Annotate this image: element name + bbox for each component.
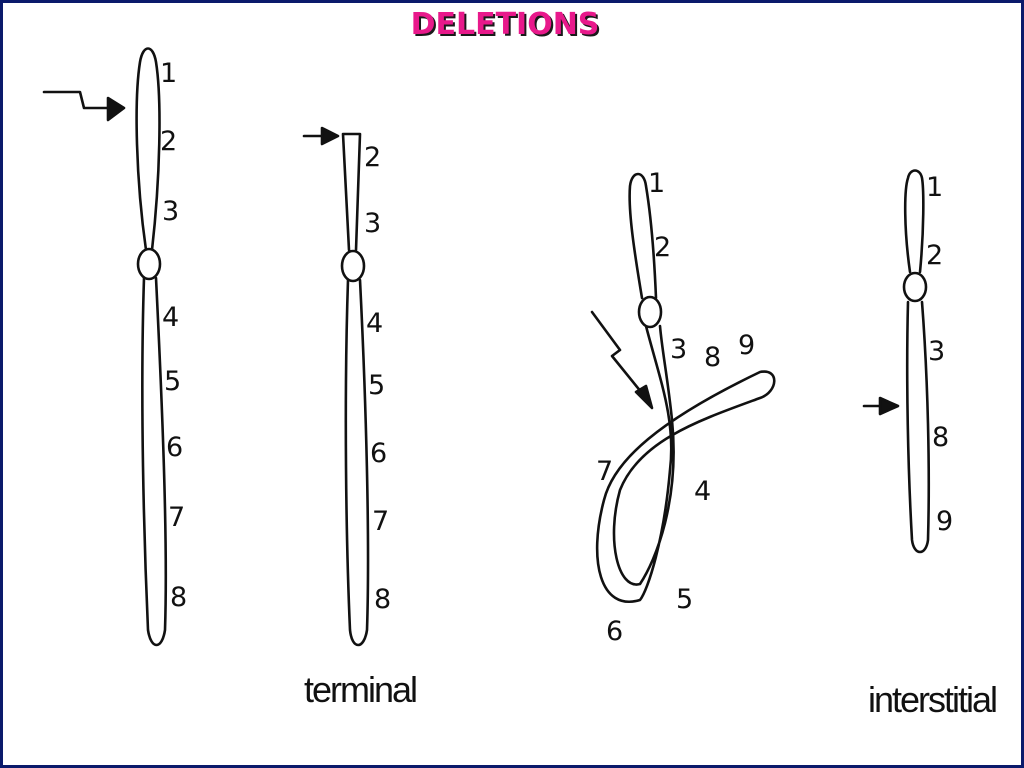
caption-interstitial: interstitial bbox=[868, 679, 996, 720]
band-label: 2 bbox=[926, 240, 943, 271]
slide: DELETIONS bbox=[3, 3, 1021, 765]
band-label: 3 bbox=[364, 208, 381, 239]
band-label: 1 bbox=[648, 168, 665, 199]
band-label: 6 bbox=[166, 432, 183, 463]
band-label: 4 bbox=[366, 308, 383, 339]
band-label: 8 bbox=[932, 422, 949, 453]
band-label: 3 bbox=[670, 334, 687, 365]
band-label: 8 bbox=[704, 342, 721, 373]
band-label: 3 bbox=[162, 196, 179, 227]
band-label: 9 bbox=[738, 330, 755, 361]
deletions-diagram: 1 2 3 4 5 6 7 8 2 3 4 5 6 7 8 terminal 1… bbox=[42, 47, 998, 720]
band-label: 6 bbox=[606, 616, 623, 647]
chromosome-loop bbox=[595, 172, 776, 603]
band-label: 8 bbox=[170, 582, 187, 613]
band-label: 6 bbox=[370, 438, 387, 469]
band-label: 5 bbox=[164, 366, 181, 397]
band-label: 4 bbox=[694, 476, 711, 507]
band-label: 2 bbox=[654, 232, 671, 263]
chromosome-terminal bbox=[340, 132, 370, 647]
break-arrow-icon bbox=[42, 90, 126, 122]
caption-terminal: terminal bbox=[304, 669, 416, 710]
band-label: 5 bbox=[676, 584, 693, 615]
band-label: 2 bbox=[160, 126, 177, 157]
break-arrow-icon bbox=[590, 310, 654, 410]
band-label: 1 bbox=[926, 172, 943, 203]
band-label: 2 bbox=[364, 142, 381, 173]
band-label: 7 bbox=[372, 506, 389, 537]
band-label: 9 bbox=[936, 506, 953, 537]
band-label: 3 bbox=[928, 336, 945, 367]
band-label: 4 bbox=[162, 302, 179, 333]
band-label: 1 bbox=[160, 58, 177, 89]
band-label: 7 bbox=[596, 456, 613, 487]
band-label: 8 bbox=[374, 584, 391, 615]
arrow-icon bbox=[862, 396, 900, 416]
band-label: 7 bbox=[168, 502, 185, 533]
arrow-icon bbox=[302, 126, 340, 146]
band-label: 5 bbox=[368, 370, 385, 401]
chromosome-interstitial bbox=[902, 169, 931, 554]
chromosome-normal bbox=[135, 47, 168, 647]
slide-title: DELETIONS bbox=[410, 7, 600, 42]
